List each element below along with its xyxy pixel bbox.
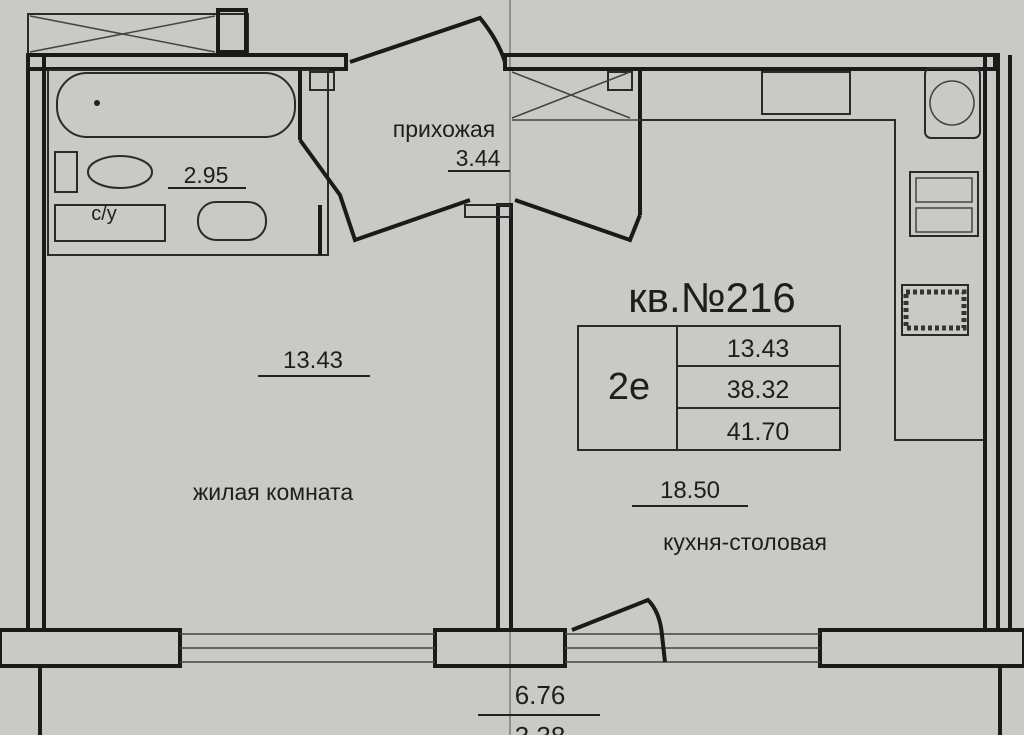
balcony-area-full: 6.76 bbox=[515, 680, 566, 710]
kitchen-sink bbox=[909, 171, 979, 237]
total-area-value: 38.32 bbox=[727, 376, 790, 404]
apartment-type: 2е bbox=[608, 366, 650, 408]
balcony-area-reduced: 3.38 bbox=[515, 721, 566, 735]
closet bbox=[511, 71, 640, 121]
living-room-area: 13.43 bbox=[283, 347, 343, 374]
hallway-area: 3.44 bbox=[456, 145, 501, 171]
bathtub bbox=[56, 72, 296, 138]
kitchen-name: кухня-столовая bbox=[663, 529, 827, 555]
apartment-legend: 2е 13.43 38.32 41.70 bbox=[577, 325, 841, 451]
living-room-name: жилая комната bbox=[193, 479, 353, 505]
total-area-with-balcony-value: 41.70 bbox=[727, 418, 790, 446]
sink bbox=[197, 201, 267, 241]
exterior-wall-bottom bbox=[0, 597, 1024, 735]
bathroom-name: с/у bbox=[91, 203, 117, 225]
bathroom-fixtures bbox=[54, 72, 296, 242]
stove bbox=[901, 284, 969, 336]
entrance-door bbox=[298, 15, 642, 243]
toilet bbox=[87, 155, 153, 189]
kitchen-fixtures bbox=[640, 67, 985, 441]
window bbox=[180, 633, 435, 663]
balcony-door bbox=[565, 597, 820, 663]
hallway-name: прихожая bbox=[393, 116, 496, 142]
washing-machine bbox=[54, 204, 166, 242]
living-area-value: 13.43 bbox=[727, 335, 790, 363]
apartment-title: кв.№216 bbox=[628, 274, 796, 321]
boiler bbox=[924, 67, 981, 139]
kitchen-area: 18.50 bbox=[660, 477, 720, 504]
bathroom-area: 2.95 bbox=[184, 162, 229, 188]
